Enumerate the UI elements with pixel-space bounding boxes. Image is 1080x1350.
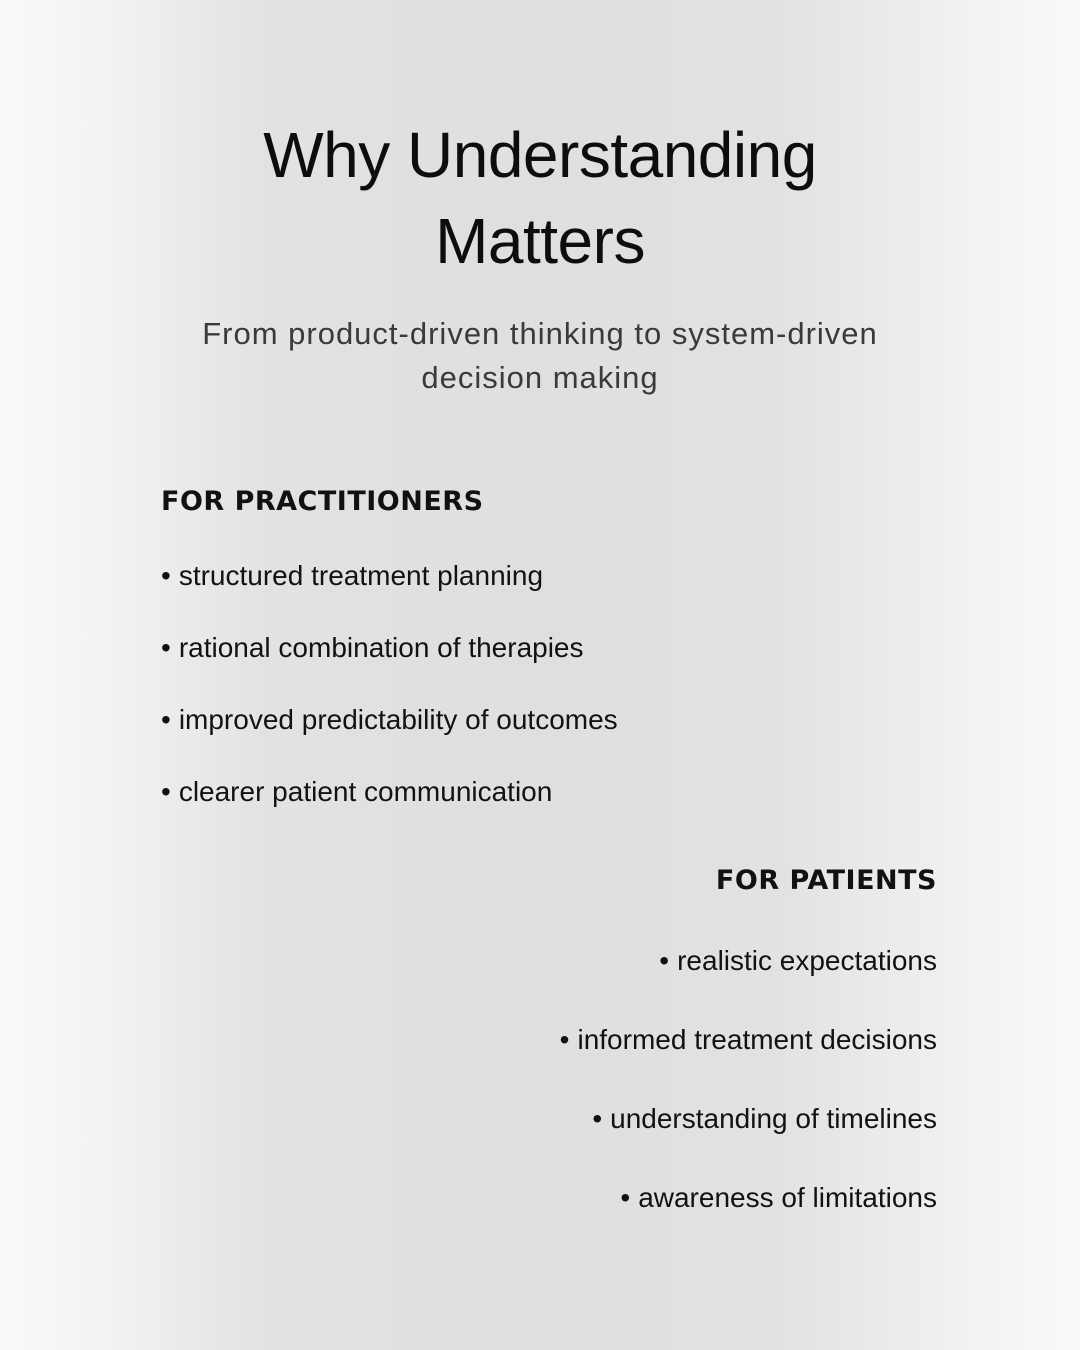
list-item-text: realistic expectations — [677, 945, 937, 976]
list-item: •realistic expectations — [659, 944, 937, 978]
list-item: •structured treatment planning — [161, 559, 543, 593]
list-item-text: clearer patient communication — [178, 776, 553, 807]
page-title: Why Understanding Matters — [0, 112, 1080, 284]
page-subtitle: From product-driven thinking to system-d… — [0, 312, 1080, 400]
title-line-1: Why Understanding — [263, 119, 817, 191]
bullet-icon: • — [559, 1024, 570, 1055]
list-item: •clearer patient communication — [161, 775, 552, 809]
bullet-icon: • — [620, 1182, 631, 1213]
bullet-icon: • — [161, 560, 171, 591]
list-item-text: awareness of limitations — [638, 1182, 937, 1213]
bullet-icon: • — [161, 704, 171, 735]
list-item-text: structured treatment planning — [178, 560, 544, 591]
subtitle-line-1: From product-driven thinking to system-d… — [202, 316, 878, 351]
list-item: •improved predictability of outcomes — [161, 703, 618, 737]
list-item-text: understanding of timelines — [610, 1103, 937, 1134]
list-item: •informed treatment decisions — [560, 1023, 937, 1057]
subtitle-line-2: decision making — [421, 360, 659, 395]
list-item: •rational combination of therapies — [161, 631, 584, 665]
list-item-text: rational combination of therapies — [178, 632, 584, 663]
list-item-text: informed treatment decisions — [577, 1024, 937, 1055]
bullet-icon: • — [161, 776, 171, 807]
bullet-icon: • — [592, 1103, 603, 1134]
practitioners-heading: FOR PRACTITIONERS — [161, 486, 484, 517]
list-item-text: improved predictability of outcomes — [178, 704, 618, 735]
list-item: •awareness of limitations — [620, 1181, 937, 1215]
title-line-2: Matters — [435, 205, 645, 277]
list-item: •understanding of timelines — [592, 1102, 937, 1136]
bullet-icon: • — [659, 945, 670, 976]
bullet-icon: • — [161, 632, 171, 663]
patients-heading: FOR PATIENTS — [715, 865, 937, 896]
